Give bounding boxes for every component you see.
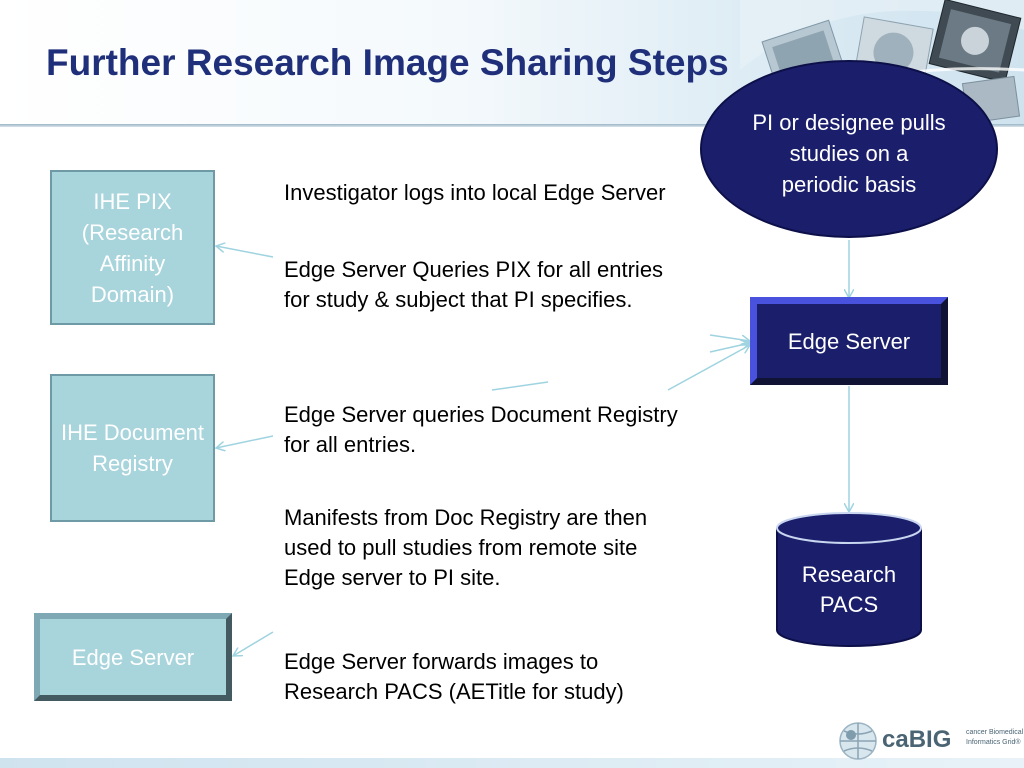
ihe-document-registry-label: IHE Document Registry xyxy=(60,420,205,476)
pull-path-line xyxy=(491,381,549,391)
arrow-into-edge-server-2 xyxy=(709,343,750,353)
step-text-4: Manifests from Doc Registry are then use… xyxy=(284,505,648,590)
step-text-5: Edge Server forwards images to Research … xyxy=(284,649,624,704)
cabig-logo: caBIG cancer Biomedical Informatics Grid… xyxy=(838,720,1023,762)
globe-icon xyxy=(839,722,877,760)
header-divider xyxy=(0,124,1024,127)
footer-band xyxy=(0,758,1024,768)
ihe-pix-label: IHE PIX (Research Affinity Domain) xyxy=(81,188,184,307)
pi-designee-label: PI or designee pulls studies on a period… xyxy=(752,110,946,197)
step-text-3: Edge Server queries Document Registry fo… xyxy=(284,402,678,457)
cabig-tagline-1: cancer Biomedical xyxy=(966,729,1024,736)
page-title: Further Research Image Sharing Steps xyxy=(46,42,729,83)
cabig-wordmark: caBIG xyxy=(882,726,952,753)
ihe-document-registry-node: IHE Document Registry xyxy=(50,374,215,522)
cabig-tagline-2: Informatics Grid® xyxy=(966,739,1021,746)
step-text-2: Edge Server Queries PIX for all entries … xyxy=(284,257,664,312)
arrow-to-remote-edge-server xyxy=(233,631,274,656)
arrow-to-pix xyxy=(216,246,274,258)
research-pacs-node xyxy=(776,512,922,647)
research-pacs-label: Research PACS xyxy=(801,562,897,617)
remote-edge-server-label: Edge Server xyxy=(71,644,195,670)
arrow-into-edge-server-1 xyxy=(709,334,750,341)
arrow-to-doc-registry xyxy=(216,435,274,448)
remote-edge-server-node: Edge Server xyxy=(34,613,232,701)
local-edge-server-label: Edge Server xyxy=(787,328,911,354)
local-edge-server-node: Edge Server xyxy=(750,297,948,385)
pi-designee-node: PI or designee pulls studies on a period… xyxy=(700,60,998,238)
ihe-pix-node: IHE PIX (Research Affinity Domain) xyxy=(50,170,215,325)
arrow-into-edge-server-3 xyxy=(667,345,750,391)
step-text-1: Investigator logs into local Edge Server xyxy=(284,180,666,205)
